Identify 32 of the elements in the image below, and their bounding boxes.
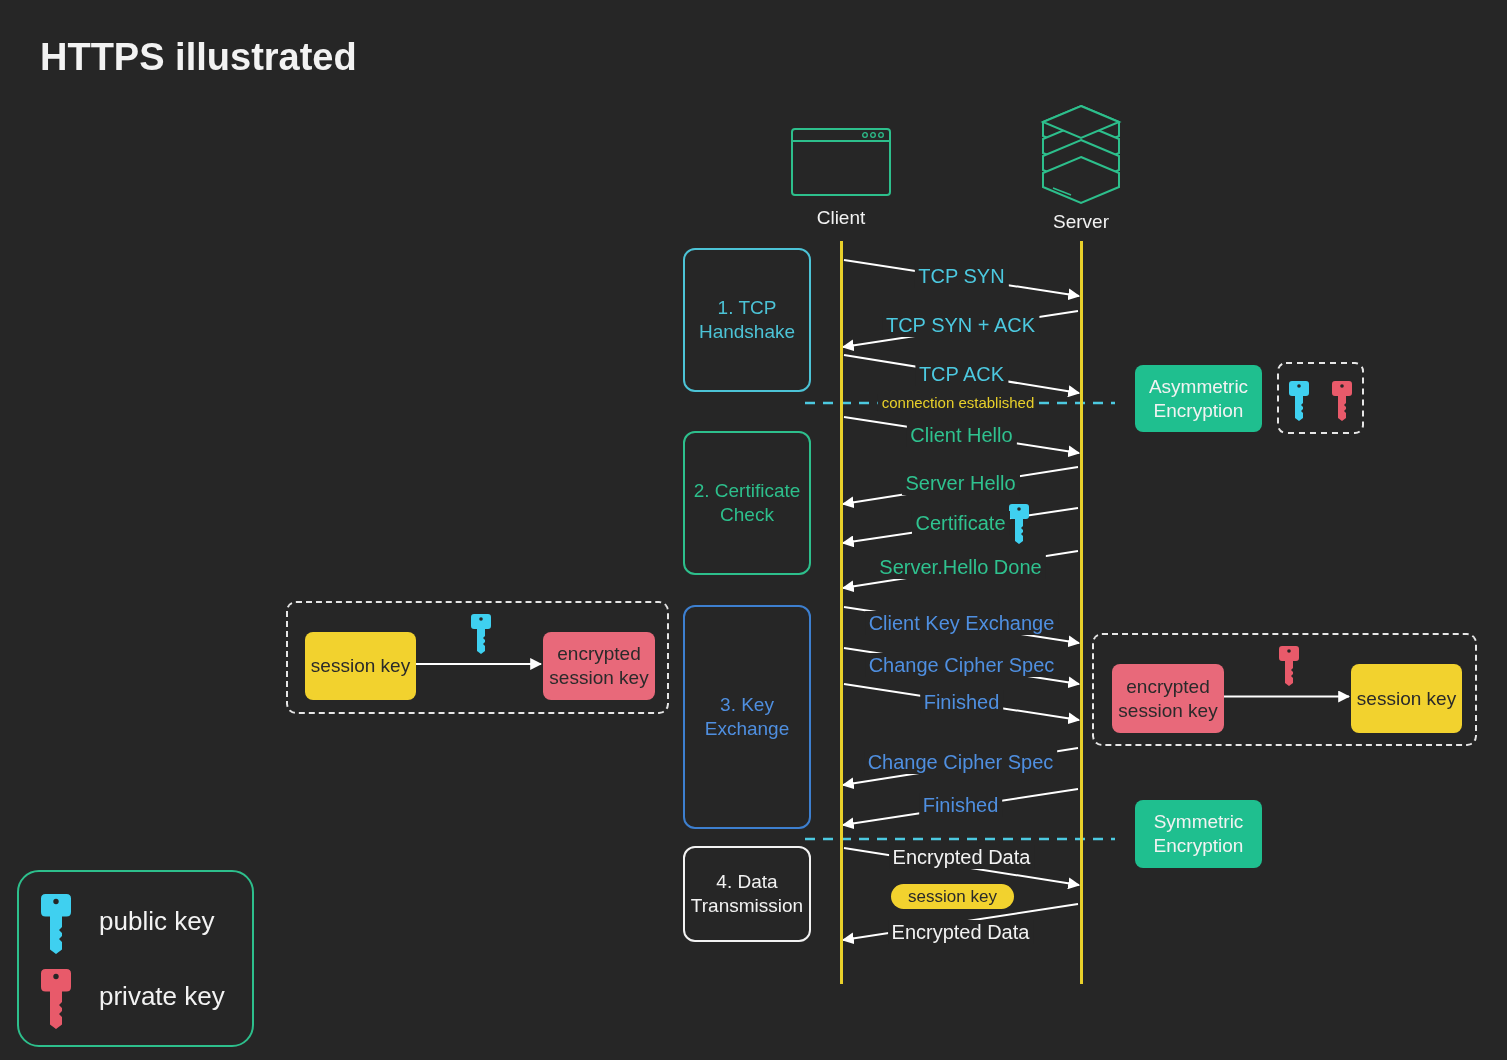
- node-label: session key: [310, 654, 411, 678]
- node-label: Symmetric Encryption: [1152, 810, 1245, 858]
- encryption-box: [1135, 365, 1262, 432]
- key-box: [1351, 664, 1462, 733]
- dashed-group-box: [286, 601, 669, 714]
- encryption-box: [1135, 800, 1262, 868]
- legend-label: public key: [99, 906, 215, 937]
- phase-box: [683, 846, 811, 942]
- title: HTTPS illustrated: [40, 36, 357, 79]
- key-box: [1112, 664, 1224, 733]
- dashed-group-box: [1092, 633, 1477, 746]
- key-tag: [891, 884, 1014, 909]
- phase-box: [683, 248, 811, 392]
- node-label: session key: [908, 885, 997, 908]
- node-label: encrypted session key: [548, 642, 650, 690]
- phase-box: [683, 431, 811, 575]
- edge-label: Certificate: [911, 511, 1010, 535]
- legend-label: private key: [99, 981, 225, 1012]
- node-label: session key: [1356, 686, 1457, 711]
- actor-label: Server: [1053, 210, 1109, 234]
- edge-label: TCP ACK: [914, 362, 1009, 386]
- node-label: 3. Key Exchange: [703, 693, 791, 741]
- key-box: [305, 632, 416, 700]
- node-label: Asymmetric Encryption: [1147, 374, 1250, 423]
- node-label: 4. Data Transmission: [689, 870, 805, 918]
- edge-label: Client Hello: [906, 423, 1017, 447]
- actor-label: Client: [816, 206, 866, 230]
- node-label: 1. TCP Handshake: [697, 296, 797, 344]
- phase-box: [683, 605, 811, 829]
- node-label: encrypted session key: [1117, 674, 1219, 723]
- node-label: 2. Certificate Check: [692, 479, 802, 527]
- key-box: [543, 632, 655, 700]
